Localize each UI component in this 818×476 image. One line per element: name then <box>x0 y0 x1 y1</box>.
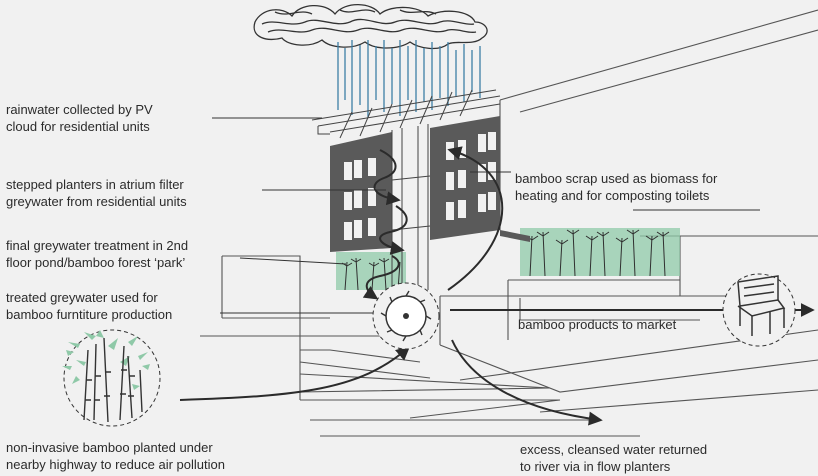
rain-lines <box>337 40 481 118</box>
saw-blade-icon <box>372 282 440 350</box>
label-non-invasive-line-1: non-invasive bamboo planted under <box>6 440 213 455</box>
left-facade <box>330 132 392 252</box>
ground-lines <box>200 255 818 437</box>
label-rainwater-line-2: cloud for residential units <box>6 119 150 134</box>
label-treated-greywater-line-2: bamboo furntiture production <box>6 307 173 322</box>
label-rainwater: rainwater collected by PV cloud for resi… <box>6 101 153 135</box>
label-non-invasive-bamboo: non-invasive bamboo planted under nearby… <box>6 439 225 473</box>
label-treated-greywater: treated greywater used for bamboo furnti… <box>6 289 172 323</box>
balcony-slab <box>500 230 530 242</box>
bamboo-forest <box>341 229 670 291</box>
label-bamboo-scrap-line-1: bamboo scrap used as biomass for <box>515 171 718 186</box>
label-bamboo-scrap: bamboo scrap used as biomass for heating… <box>515 170 717 204</box>
label-final-treatment: final greywater treatment in 2nd floor p… <box>6 237 188 271</box>
leader-lines <box>212 117 760 314</box>
atrium-flow-arrows <box>362 149 408 300</box>
label-stepped-planters: stepped planters in atrium filter greywa… <box>6 176 187 210</box>
label-bamboo-scrap-line-2: heating and for composting toilets <box>515 188 710 203</box>
label-final-treatment-line-2: floor pond/bamboo forest ‘park’ <box>6 255 186 270</box>
pv-canopy <box>311 89 501 139</box>
label-final-treatment-line-1: final greywater treatment in 2nd <box>6 238 189 253</box>
label-bamboo-products: bamboo products to market <box>518 316 676 333</box>
label-stepped-planters-line-1: stepped planters in atrium filter <box>6 177 184 192</box>
label-treated-greywater-line-1: treated greywater used for <box>6 290 158 305</box>
bamboo-cluster-icon <box>62 329 161 427</box>
label-rainwater-line-1: rainwater collected by PV <box>6 102 153 117</box>
label-non-invasive-line-2: nearby highway to reduce air pollution <box>6 457 225 472</box>
planter-band <box>520 228 680 276</box>
chair-icon <box>722 273 796 347</box>
label-excess-water: excess, cleansed water returned to river… <box>520 441 707 475</box>
label-bamboo-products-line-1: bamboo products to market <box>518 317 677 332</box>
pv-cloud-icon <box>253 3 488 50</box>
label-stepped-planters-line-2: greywater from residential units <box>6 194 187 209</box>
label-excess-water-line-2: to river via in flow planters <box>520 459 671 474</box>
label-excess-water-line-1: excess, cleansed water returned <box>520 442 708 457</box>
right-facade <box>430 116 500 240</box>
